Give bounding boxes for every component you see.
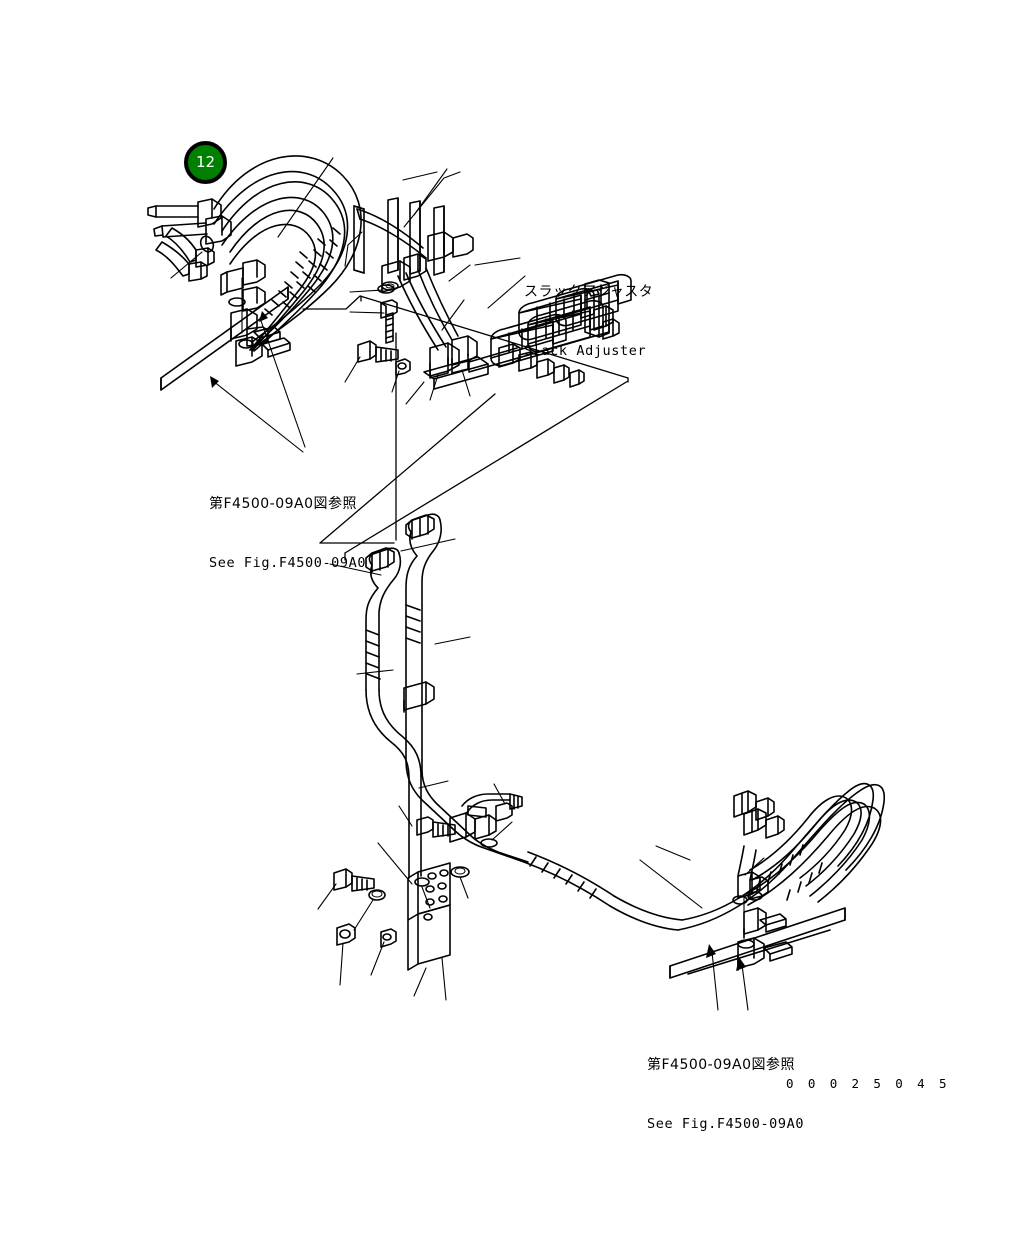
center-vertical-hose-pair (329, 513, 471, 879)
slack-adjuster-linkage (344, 168, 489, 405)
lower-hose-loop-group (639, 782, 885, 1011)
label-reference-top-en: See Fig.F4500-09A0 (209, 554, 367, 571)
label-reference-bottom-jp: 第F4500-09A0図参照 (647, 1056, 796, 1073)
label-reference-top: 第F4500-09A0図参照 See Fig.F4500-09A0 (209, 455, 366, 613)
label-reference-bottom: 第F4500-09A0図参照 See Fig.F4500-09A0 (647, 1016, 804, 1174)
callout-balloon-12-number: 12 (195, 153, 216, 171)
upper-left-valve-block (160, 259, 306, 453)
upper-hose-loop-group (147, 155, 362, 352)
lower-bracket-hardware-group (317, 842, 451, 1001)
label-slack-adjuster-en: Slack Adjuster (524, 342, 647, 359)
upper-hardware-group (344, 281, 411, 393)
drawing-number: 0 0 0 2 5 0 4 5 (786, 1076, 950, 1091)
label-reference-top-jp: 第F4500-09A0図参照 (209, 495, 358, 512)
label-slack-adjuster: スラックアジャスタ Slack Adjuster (524, 243, 653, 401)
lower-hose-junction (398, 783, 683, 931)
callout-balloon-12[interactable]: 12 (184, 141, 227, 184)
label-slack-adjuster-jp: スラックアジャスタ (524, 283, 654, 300)
label-reference-bottom-en: See Fig.F4500-09A0 (647, 1115, 805, 1132)
chassis-frame-outline (302, 295, 629, 561)
